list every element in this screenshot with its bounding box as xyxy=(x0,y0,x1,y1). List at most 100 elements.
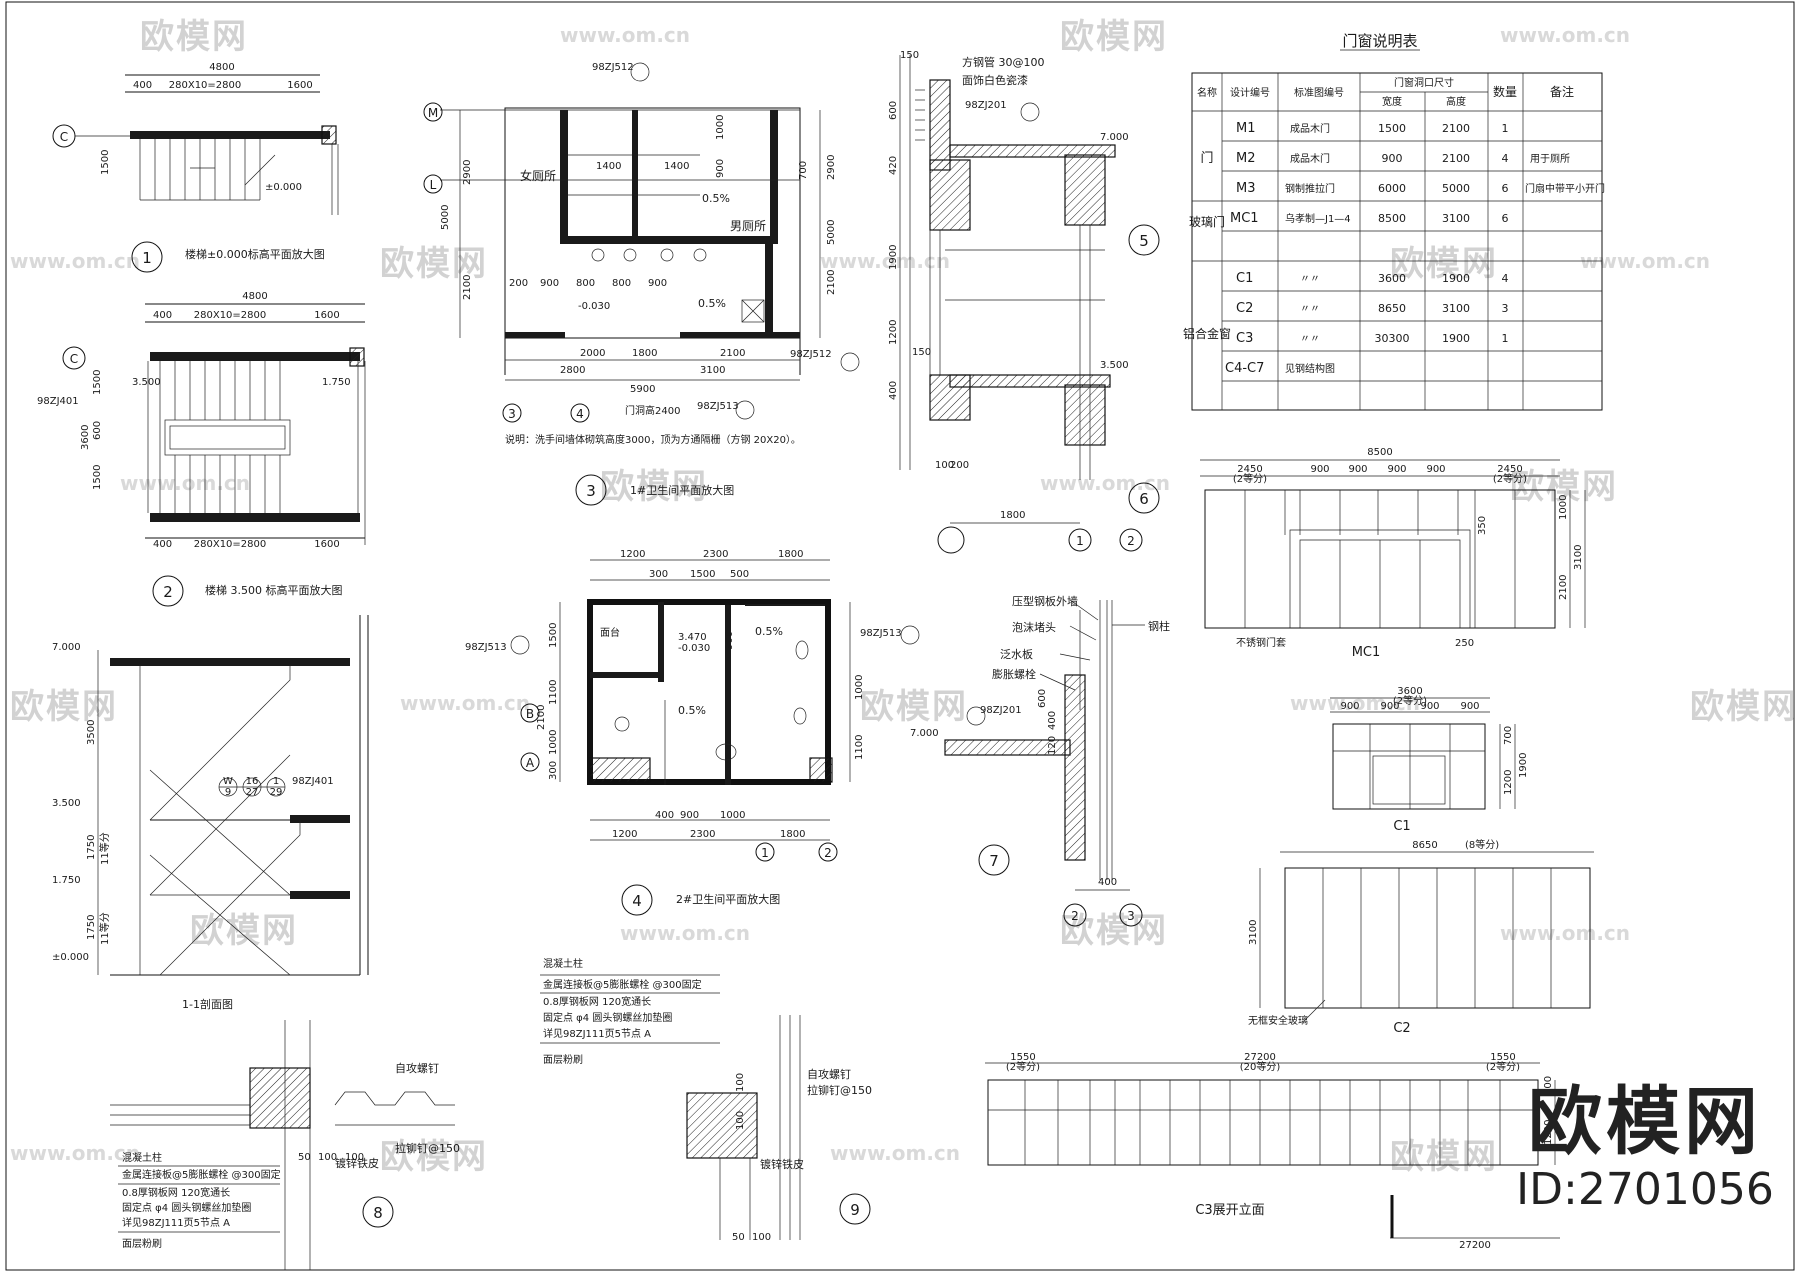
table-cell: 成品木门 xyxy=(1290,122,1330,135)
elevation-c2: 8650 (8等分) 3100 无框安全玻璃 C2 xyxy=(1248,838,1594,1036)
table-title: 门窗说明表 xyxy=(1342,32,1417,50)
dim: 400 xyxy=(1098,877,1117,888)
column xyxy=(349,347,365,367)
level-mark: ±0.000 xyxy=(265,182,302,193)
axis-label: B xyxy=(526,707,534,721)
drawing-3-toilet-plan-1: M L 3 4 女厕所 男厕所 0.5% 0.5% -0.030 200 900… xyxy=(423,62,860,506)
watermark-site: www.om.cn xyxy=(400,691,530,715)
dim: 2900 xyxy=(462,160,473,185)
drawing-number: 5 xyxy=(1139,232,1149,250)
axis-label: 1 xyxy=(1076,534,1084,548)
drawing-number: 2 xyxy=(163,583,173,601)
table-cell: 乌孝制—J1—4 xyxy=(1285,212,1351,225)
drawing-title: 楼梯±0.000标高平面放大图 xyxy=(185,247,325,261)
table-group: 玻璃门 xyxy=(1189,214,1225,229)
watermark-brand: 欧模网 xyxy=(380,1137,488,1177)
watermark-brand: 欧模网 xyxy=(860,687,968,727)
drawing-9-detail: 混凝土柱 金属连接板@5膨胀螺栓 @300固定 0.8厚钢板网 120宽通长 固… xyxy=(540,957,872,1243)
dim: 1000 xyxy=(854,675,865,700)
level-mark: ±0.000 xyxy=(52,952,89,963)
door-window-table: 门窗说明表 名称 设计编号 标准图编号 门窗洞口尺寸 宽度 高度 xyxy=(1183,32,1605,411)
drawing-7-wall-detail: 压型钢板外墙 泡沫堵头 泛水板 膨胀螺栓 钢柱 98ZJ201 7.000 60… xyxy=(910,594,1170,927)
axis-label: 2 xyxy=(824,846,832,860)
table-header: 门窗洞口尺寸 xyxy=(1394,76,1454,89)
reference: 98ZJ512 xyxy=(592,62,634,73)
dim: 8650 xyxy=(1412,840,1437,851)
level-mark: 3.500 xyxy=(52,798,81,809)
drawing-number: 4 xyxy=(632,892,642,910)
reference: 98ZJ401 xyxy=(37,396,79,407)
dim: 900 xyxy=(680,810,699,821)
table-cell: 〃〃 xyxy=(1300,334,1320,345)
dim: 300 xyxy=(548,761,559,780)
drawing-number-bubble xyxy=(152,575,184,607)
dim: 150 xyxy=(912,347,931,358)
dim: 200 xyxy=(509,278,528,289)
label: 自攻螺钉 xyxy=(395,1061,439,1075)
wall xyxy=(150,513,360,522)
dim: 800 xyxy=(612,278,631,289)
drawing-title: 楼梯 3.500 标高平面放大图 xyxy=(205,583,342,597)
steps: 11等分 xyxy=(98,912,111,945)
dim: 50 xyxy=(298,1152,311,1163)
axis-label: 4 xyxy=(576,407,584,421)
drawing-number: 7 xyxy=(989,852,999,870)
label: 镀锌铁皮 xyxy=(760,1157,804,1171)
table-cell: M1 xyxy=(1236,121,1256,136)
dim: 1500 xyxy=(548,623,559,648)
table-cell: 6000 xyxy=(1378,182,1406,195)
watermark-site: www.om.cn xyxy=(620,921,750,945)
level-mark: 3.470 xyxy=(678,632,707,643)
table-cell: C3 xyxy=(1236,331,1253,346)
drawing-4-toilet-plan-2: 1200 2300 1800 300 1500 500 面台 3.470 -0.… xyxy=(465,549,920,916)
table-cell: 3100 xyxy=(1442,212,1470,225)
dim: 8500 xyxy=(1367,447,1392,458)
dim-sub: (8等分) xyxy=(1465,838,1499,851)
table-cell: C4-C7 xyxy=(1225,361,1264,376)
ref-mark: 1 xyxy=(273,776,279,787)
elevation-c1: 3600 (2等分) 900 900 900 900 700 1200 1900… xyxy=(1330,686,1529,834)
axis-label: M xyxy=(428,106,438,120)
dim: 900 xyxy=(724,631,735,650)
label: 自攻螺钉 xyxy=(807,1067,851,1081)
dim-sub: (2等分) xyxy=(1233,472,1267,485)
dim: 27200 xyxy=(1459,1240,1491,1251)
dim: 400 xyxy=(133,80,152,91)
table-cell: C2 xyxy=(1236,301,1253,316)
slope: 0.5% xyxy=(702,192,730,205)
watermark-site: www.om.cn xyxy=(820,249,950,273)
table-cell: 3600 xyxy=(1378,272,1406,285)
note: 面层粉刷 xyxy=(543,1053,583,1066)
label: 泛水板 xyxy=(1000,647,1033,661)
reference: 98ZJ201 xyxy=(980,705,1022,716)
dim: 1550 xyxy=(1490,1052,1515,1063)
watermark-site: www.om.cn xyxy=(1500,921,1630,945)
dim: 3100 xyxy=(700,365,725,376)
reference: 98ZJ401 xyxy=(292,776,334,787)
table-cell: 1900 xyxy=(1442,272,1470,285)
dim: 1400 xyxy=(596,161,621,172)
ref-mark: W xyxy=(223,776,233,787)
drawing-number: 1 xyxy=(142,249,152,267)
dim: 900 xyxy=(715,159,726,178)
note: 固定点 φ4 圆头钢螺丝加垫圈 xyxy=(122,1201,251,1214)
dim: 1900 xyxy=(1518,753,1529,778)
drawing-2-stair-plan-3500: 4800 400 280X10=2800 1600 C 1500 600 xyxy=(37,291,366,607)
note: 混凝土柱 xyxy=(122,1151,162,1164)
watermark-site: www.om.cn xyxy=(10,1141,140,1165)
reference: 98ZJ201 xyxy=(965,100,1007,111)
drawing-title: 1#卫生间平面放大图 xyxy=(630,483,734,497)
table-cell: 6 xyxy=(1502,182,1509,195)
ref-mark: 27 xyxy=(246,787,259,798)
table-subheader: 宽度 xyxy=(1382,95,1402,108)
dim: 900 xyxy=(1310,464,1329,475)
dim: 300 xyxy=(649,569,668,580)
wall xyxy=(130,131,330,139)
slope: 0.5% xyxy=(698,297,726,310)
label: 拉铆钉@150 xyxy=(807,1083,872,1097)
level-mark: 3.500 xyxy=(1100,360,1129,371)
watermark-site: www.om.cn xyxy=(1500,23,1630,47)
note: 说明：洗手间墙体砌筑高度3000，顶为方通隔栅（方钢 20X20）。 xyxy=(505,433,801,446)
dim-sub: (2等分) xyxy=(1486,1060,1520,1073)
